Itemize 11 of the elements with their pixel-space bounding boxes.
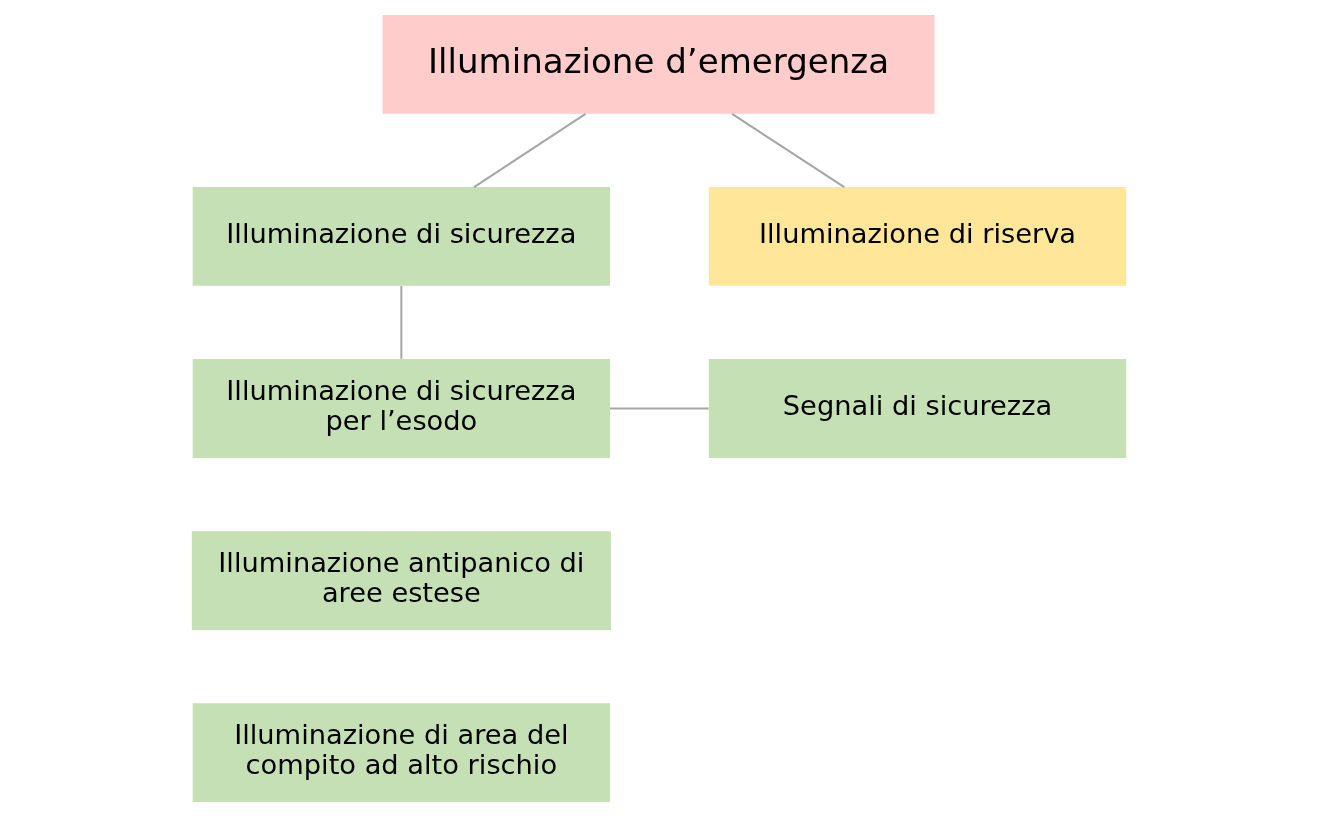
node-box: Illuminazione di sicurezza <box>192 187 610 286</box>
connector <box>731 113 845 188</box>
connector <box>400 286 403 359</box>
node-box: Illuminazione di area del compito ad alto rischio <box>192 703 610 802</box>
connector <box>610 407 709 410</box>
node-box: Segnali di sicurezza <box>708 359 1127 458</box>
connector <box>473 113 587 188</box>
node-box: Illuminazione di riserva <box>708 187 1127 286</box>
node-box: Illuminazione d’emergenza <box>382 15 935 114</box>
node-box: Illuminazione antipanico di aree estese <box>191 531 611 630</box>
node-box: Illuminazione di sicurezza per l’esodo <box>192 359 610 458</box>
